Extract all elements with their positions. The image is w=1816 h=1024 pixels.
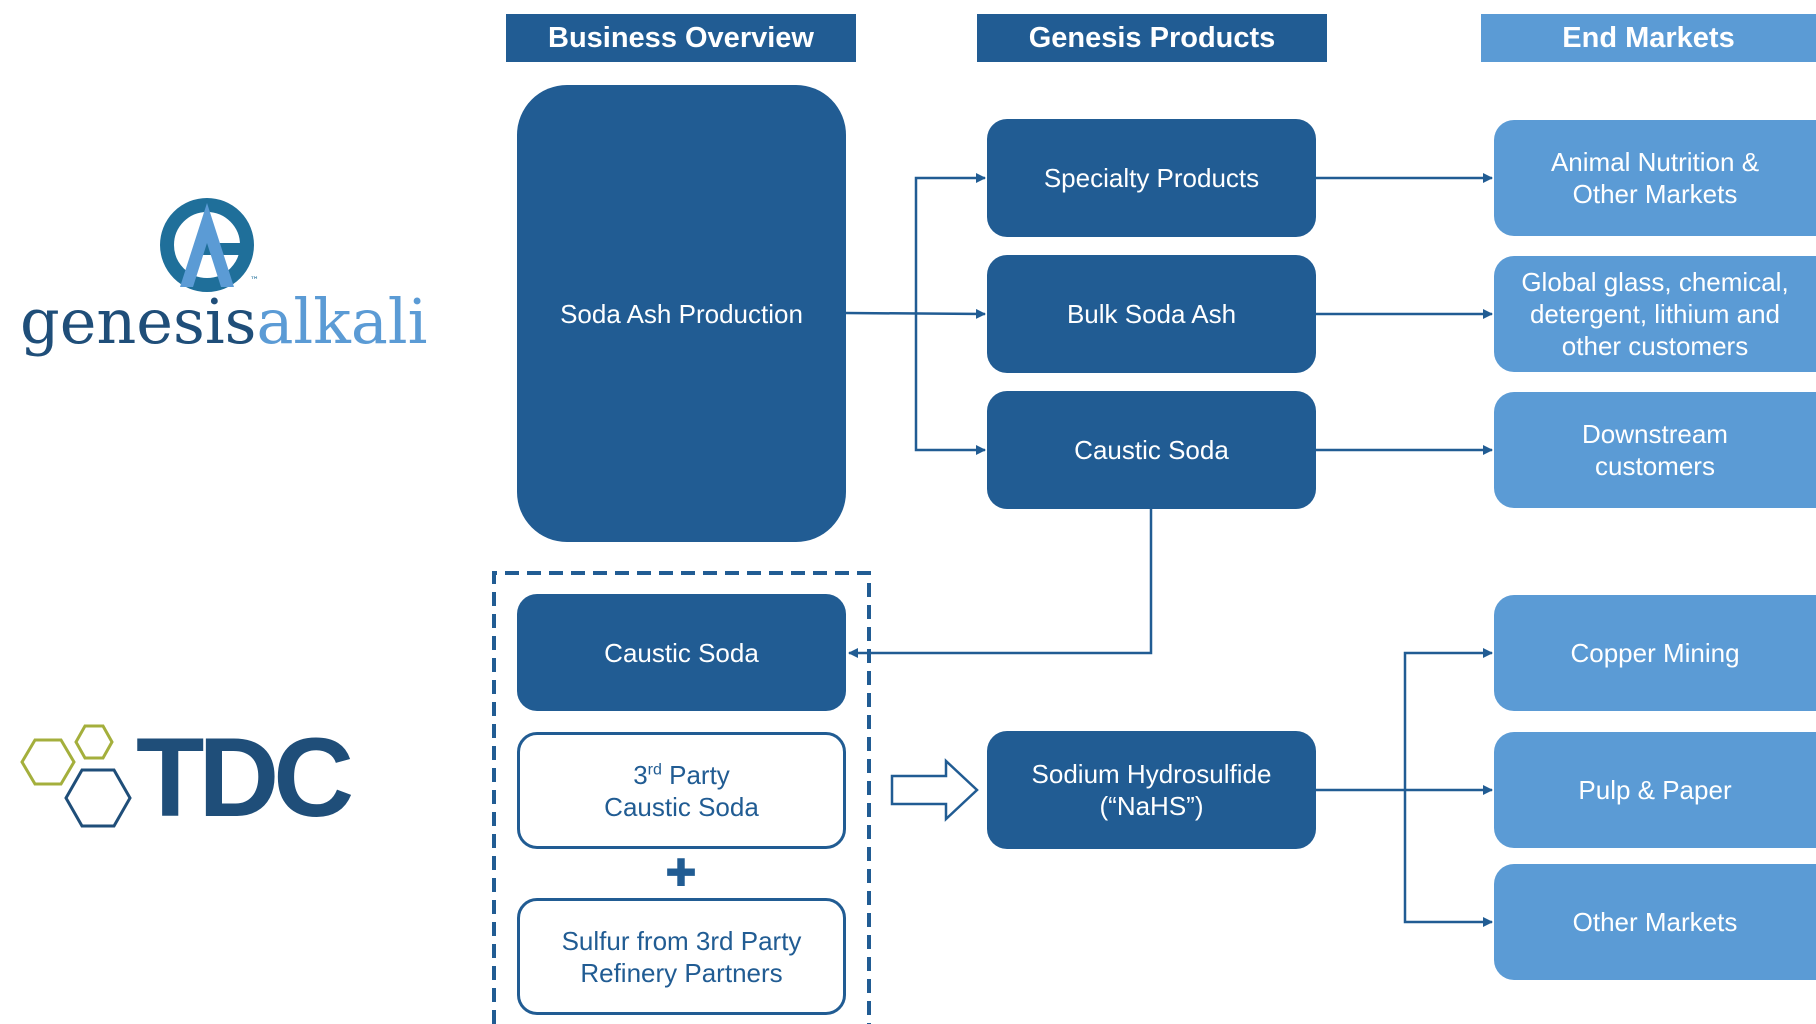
downstream-line1: Downstream — [1582, 419, 1728, 449]
third-party-num: 3 — [633, 759, 648, 790]
genesis-mark-icon: ™ — [160, 198, 259, 292]
third-party-caustic-line2: Caustic Soda — [604, 791, 759, 822]
bulk-soda-ash-box: Bulk Soda Ash — [987, 255, 1316, 373]
pulp-paper-label: Pulp & Paper — [1578, 775, 1732, 805]
genesis-word-part2: alkali — [256, 285, 428, 358]
arrow-nahs-to-other — [1403, 790, 1493, 927]
other-markets-box: Other Markets — [1494, 864, 1816, 980]
global-line1: Global glass, chemical, — [1521, 267, 1789, 297]
third-party-caustic-box: 3rd Party Caustic Soda — [517, 732, 846, 849]
third-party-caustic-line1: 3rd Party — [633, 759, 730, 791]
plus-icon: ✚ — [665, 851, 697, 895]
soda-ash-production-label: Soda Ash Production — [560, 298, 803, 329]
business-caustic-soda-label: Caustic Soda — [604, 637, 759, 668]
global-line3: other customers — [1561, 331, 1749, 361]
bulk-soda-ash-label: Bulk Soda Ash — [1066, 299, 1237, 329]
downstream-box: Downstream customers — [1494, 392, 1816, 508]
global-line2: detergent, lithium and — [1529, 299, 1781, 329]
animal-line1: Animal Nutrition & — [1550, 147, 1760, 177]
copper-mining-label: Copper Mining — [1570, 638, 1740, 668]
animal-nutrition-box: Animal Nutrition & Other Markets — [1494, 120, 1816, 236]
arrow-nahs-to-copper — [1403, 648, 1493, 790]
third-party-rest: Party — [661, 759, 730, 790]
genesis-alkali-logo: ™ genesisalkali — [20, 195, 427, 385]
products-caustic-soda-box: Caustic Soda — [987, 391, 1316, 509]
genesis-wordmark: genesisalkali — [20, 287, 427, 357]
sulfur-box: Sulfur from 3rd Party Refinery Partners — [517, 898, 846, 1015]
header-business-overview: Business Overview — [506, 14, 856, 62]
tdc-logo: TDC — [8, 718, 388, 838]
products-caustic-soda-label: Caustic Soda — [1074, 435, 1229, 465]
animal-line2: Other Markets — [1572, 179, 1738, 209]
specialty-products-box: Specialty Products — [987, 119, 1316, 237]
soda-ash-production-box: Soda Ash Production — [517, 85, 846, 542]
header-end-markets: End Markets — [1481, 14, 1816, 62]
tdc-wordmark: TDC — [136, 715, 354, 840]
header-genesis-products: Genesis Products — [977, 14, 1327, 62]
global-glass-box: Global glass, chemical, detergent, lithi… — [1494, 256, 1816, 372]
dashed-group-border — [492, 571, 871, 1024]
genesis-word-part1: genesis — [20, 285, 257, 358]
genesis-tm: ™ — [250, 276, 259, 286]
downstream-line2: customers — [1595, 451, 1715, 481]
arrow-soda-to-specialty — [914, 173, 986, 313]
other-markets-label: Other Markets — [1572, 907, 1738, 937]
copper-mining-box: Copper Mining — [1494, 595, 1816, 711]
specialty-products-label: Specialty Products — [1043, 163, 1260, 193]
tdc-hexagons-icon — [20, 724, 132, 828]
block-arrow-icon — [890, 758, 979, 822]
pulp-paper-box: Pulp & Paper — [1494, 732, 1816, 848]
third-party-sup: rd — [647, 760, 662, 778]
nahs-box: Sodium Hydrosulfide (“NaHS”) — [987, 731, 1316, 849]
sulfur-line1: Sulfur from 3rd Party — [561, 925, 802, 956]
business-caustic-soda-box: Caustic Soda — [517, 594, 846, 711]
nahs-line2: (“NaHS”) — [1099, 791, 1204, 821]
sulfur-line2: Refinery Partners — [580, 957, 783, 988]
arrow-soda-to-caustic — [914, 313, 986, 455]
arrow-caustic-to-business-caustic — [848, 508, 1153, 658]
nahs-line1: Sodium Hydrosulfide — [1031, 759, 1272, 789]
